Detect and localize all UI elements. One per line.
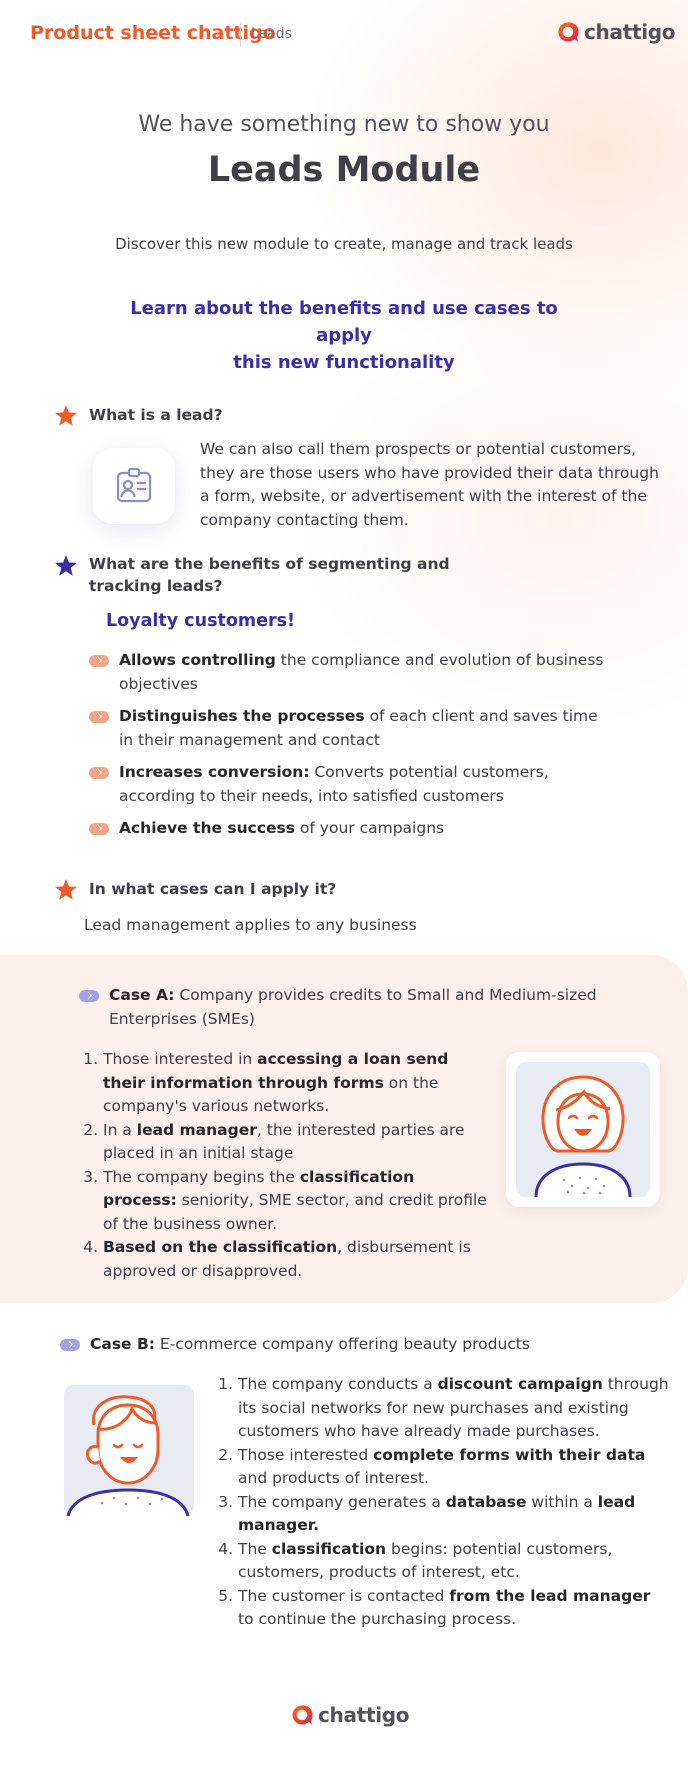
chattigo-logo-icon: [292, 1705, 313, 1725]
happy-man-icon: [64, 1385, 194, 1517]
list-item: Those interested complete forms with the…: [238, 1444, 670, 1491]
list-item: The company generates a database within …: [238, 1491, 670, 1538]
section-answer-what-is-lead: We can also call them prospects or poten…: [200, 440, 659, 529]
header-divider: [240, 23, 241, 47]
list-item: The company conducts a discount campaign…: [238, 1373, 670, 1444]
list-item: Based on the classification, disbursemen…: [103, 1236, 493, 1283]
hero-pre-title: We have something new to show you: [138, 112, 550, 137]
section-question-benefits: What are the benefits of segmenting and …: [89, 555, 450, 595]
page-title: Leads Module: [207, 150, 481, 190]
list-item: The company begins the classification pr…: [103, 1166, 493, 1237]
hero-callout-line-1: Learn about the benefits and use cases t…: [130, 298, 558, 346]
arrow-pill-icon: [89, 823, 109, 835]
arrow-pill-icon: [89, 767, 109, 779]
section-question-cases: In what cases can I apply it?: [89, 880, 337, 898]
case-a-illustration: [506, 1052, 660, 1207]
list-item: Those interested in accessing a loan sen…: [103, 1048, 493, 1119]
list-item: In a lead manager, the interested partie…: [103, 1119, 493, 1166]
case-a-label: Case A:: [109, 986, 175, 1004]
list-item: Increases conversion: Converts potential…: [89, 761, 609, 808]
bullet-bold: Distinguishes the processes: [119, 707, 365, 725]
list-item: Distinguishes the processes of each clie…: [89, 705, 609, 752]
case-a-title: Company provides credits to Small and Me…: [109, 986, 597, 1028]
case-b-heading: Case B: E-commerce company offering beau…: [60, 1333, 620, 1357]
bullet-text: of each client and saves time in their m…: [119, 707, 598, 749]
bullet-text: Converts potential customers, according …: [119, 763, 549, 805]
logo-text: chattigo: [584, 20, 676, 44]
lead-icon-card: [93, 448, 175, 524]
hero-description: Discover this new module to create, mana…: [115, 235, 573, 253]
header-subtitle: Leads: [251, 26, 292, 42]
bullet-text: of your campaigns: [295, 819, 445, 837]
header-title: Product sheet chattigo: [30, 22, 276, 44]
bullet-bold: Allows controlling: [119, 651, 276, 669]
list-item: Allows controlling the compliance and ev…: [89, 649, 609, 696]
hero-callout-line-2: this new functionality: [233, 352, 455, 373]
id-badge-icon: [116, 467, 152, 503]
bullet-bold: Increases conversion:: [119, 763, 310, 781]
star-icon: [55, 555, 77, 576]
bullet-text: the compliance and evolution of business…: [119, 651, 604, 693]
logo-text: chattigo: [318, 1703, 410, 1727]
benefits-list: Allows controlling the compliance and ev…: [89, 649, 609, 841]
arrow-pill-icon: [79, 990, 99, 1002]
arrow-pill-icon: [60, 1339, 80, 1351]
section-answer-cases: Lead management applies to any business: [84, 916, 417, 934]
smiling-woman-icon: [516, 1062, 650, 1198]
star-icon: [55, 879, 77, 900]
case-a-steps: Those interested in accessing a loan sen…: [83, 1048, 493, 1283]
chattigo-logo-icon: [558, 22, 579, 42]
case-a-heading: Case A: Company provides credits to Smal…: [79, 984, 599, 1031]
star-icon: [55, 405, 77, 426]
section-question-what-is-lead: What is a lead?: [89, 406, 223, 424]
case-b-steps: The company conducts a discount campaign…: [218, 1373, 670, 1632]
header-logo[interactable]: chattigo: [556, 20, 676, 44]
case-b-illustration: [62, 1385, 196, 1518]
arrow-pill-icon: [89, 655, 109, 667]
hero-callout: Learn about the benefits and use cases t…: [100, 295, 588, 376]
arrow-pill-icon: [89, 711, 109, 723]
list-item: The classification begins: potential cus…: [238, 1538, 670, 1585]
footer-logo[interactable]: chattigo: [290, 1703, 410, 1727]
list-item: The customer is contacted from the lead …: [238, 1585, 670, 1632]
case-b-title: E-commerce company offering beauty produ…: [154, 1335, 530, 1353]
loyalty-highlight: Loyalty customers!: [106, 611, 296, 631]
bullet-bold: Achieve the success: [119, 819, 296, 837]
list-item: Achieve the success of your campaigns: [89, 817, 609, 841]
case-b-label: Case B:: [90, 1335, 155, 1353]
